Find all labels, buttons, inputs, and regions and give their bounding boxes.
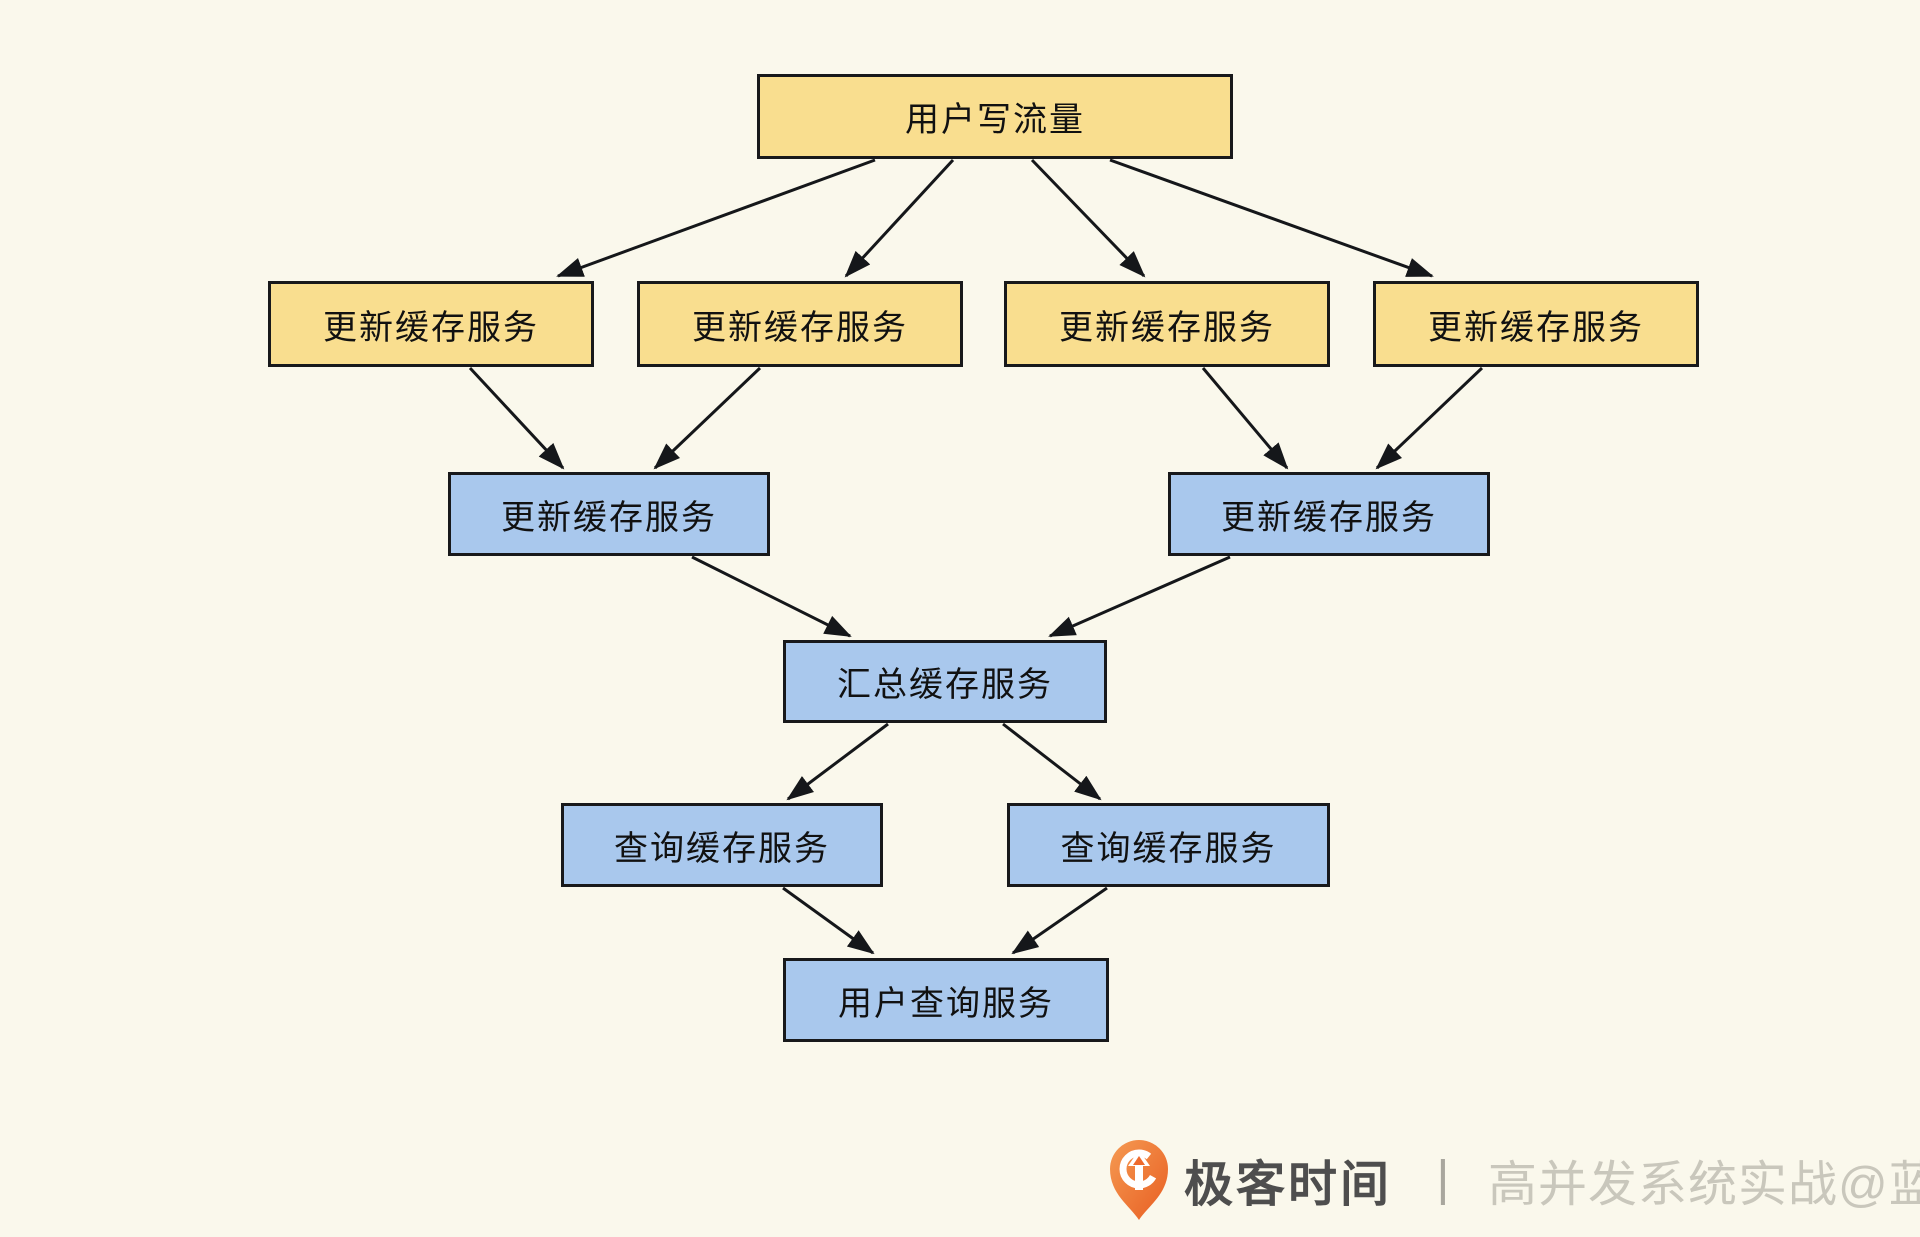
arrow-user-write-traffic-to-update-cache-3: [1030, 158, 1146, 278]
geektime-logo-icon: [1110, 1139, 1168, 1220]
arrow-aggregate-cache-to-query-cache-right: [1002, 722, 1102, 801]
node-aggregate-cache: 汇总缓存服务: [783, 640, 1107, 723]
node-user-write-traffic: 用户写流量: [757, 74, 1233, 159]
arrow-user-write-traffic-to-update-cache-2: [844, 158, 955, 278]
node-update-cache-2: 更新缓存服务: [637, 281, 963, 367]
arrow-aggregate-cache-to-query-cache-left: [786, 722, 889, 801]
node-query-cache-right: 查询缓存服务: [1007, 803, 1330, 887]
watermark-text: 高并发系统实战@蓝天: [1488, 1157, 1920, 1212]
arrow-query-cache-right-to-user-query-service: [1011, 886, 1108, 955]
arrow-update-cache-1-to-update-cache-l2-left: [468, 366, 565, 470]
brand-name: 极客时间: [1184, 1157, 1393, 1212]
arrow-user-write-traffic-to-update-cache-4: [1109, 158, 1434, 278]
node-query-cache-left: 查询缓存服务: [561, 803, 883, 887]
node-update-cache-l2-left: 更新缓存服务: [448, 472, 770, 556]
node-update-cache-4: 更新缓存服务: [1373, 281, 1699, 367]
arrow-update-cache-3-to-update-cache-l2-right: [1201, 367, 1289, 470]
node-update-cache-1: 更新缓存服务: [268, 281, 594, 367]
arrow-user-write-traffic-to-update-cache-1: [556, 158, 876, 278]
arrow-update-cache-l2-right-to-aggregate-cache: [1048, 555, 1231, 638]
arrow-query-cache-left-to-user-query-service: [782, 886, 875, 955]
footer-branding: 极客时间 丨 高并发系统实战@蓝天: [1108, 1138, 1920, 1222]
arrow-update-cache-l2-left-to-aggregate-cache: [691, 555, 852, 638]
footer-divider: 丨: [1418, 1156, 1469, 1212]
node-update-cache-l2-right: 更新缓存服务: [1168, 472, 1490, 556]
arrow-update-cache-4-to-update-cache-l2-right: [1375, 366, 1484, 470]
arrow-update-cache-2-to-update-cache-l2-left: [653, 366, 762, 470]
node-user-query-service: 用户查询服务: [783, 958, 1109, 1042]
node-update-cache-3: 更新缓存服务: [1004, 281, 1330, 367]
